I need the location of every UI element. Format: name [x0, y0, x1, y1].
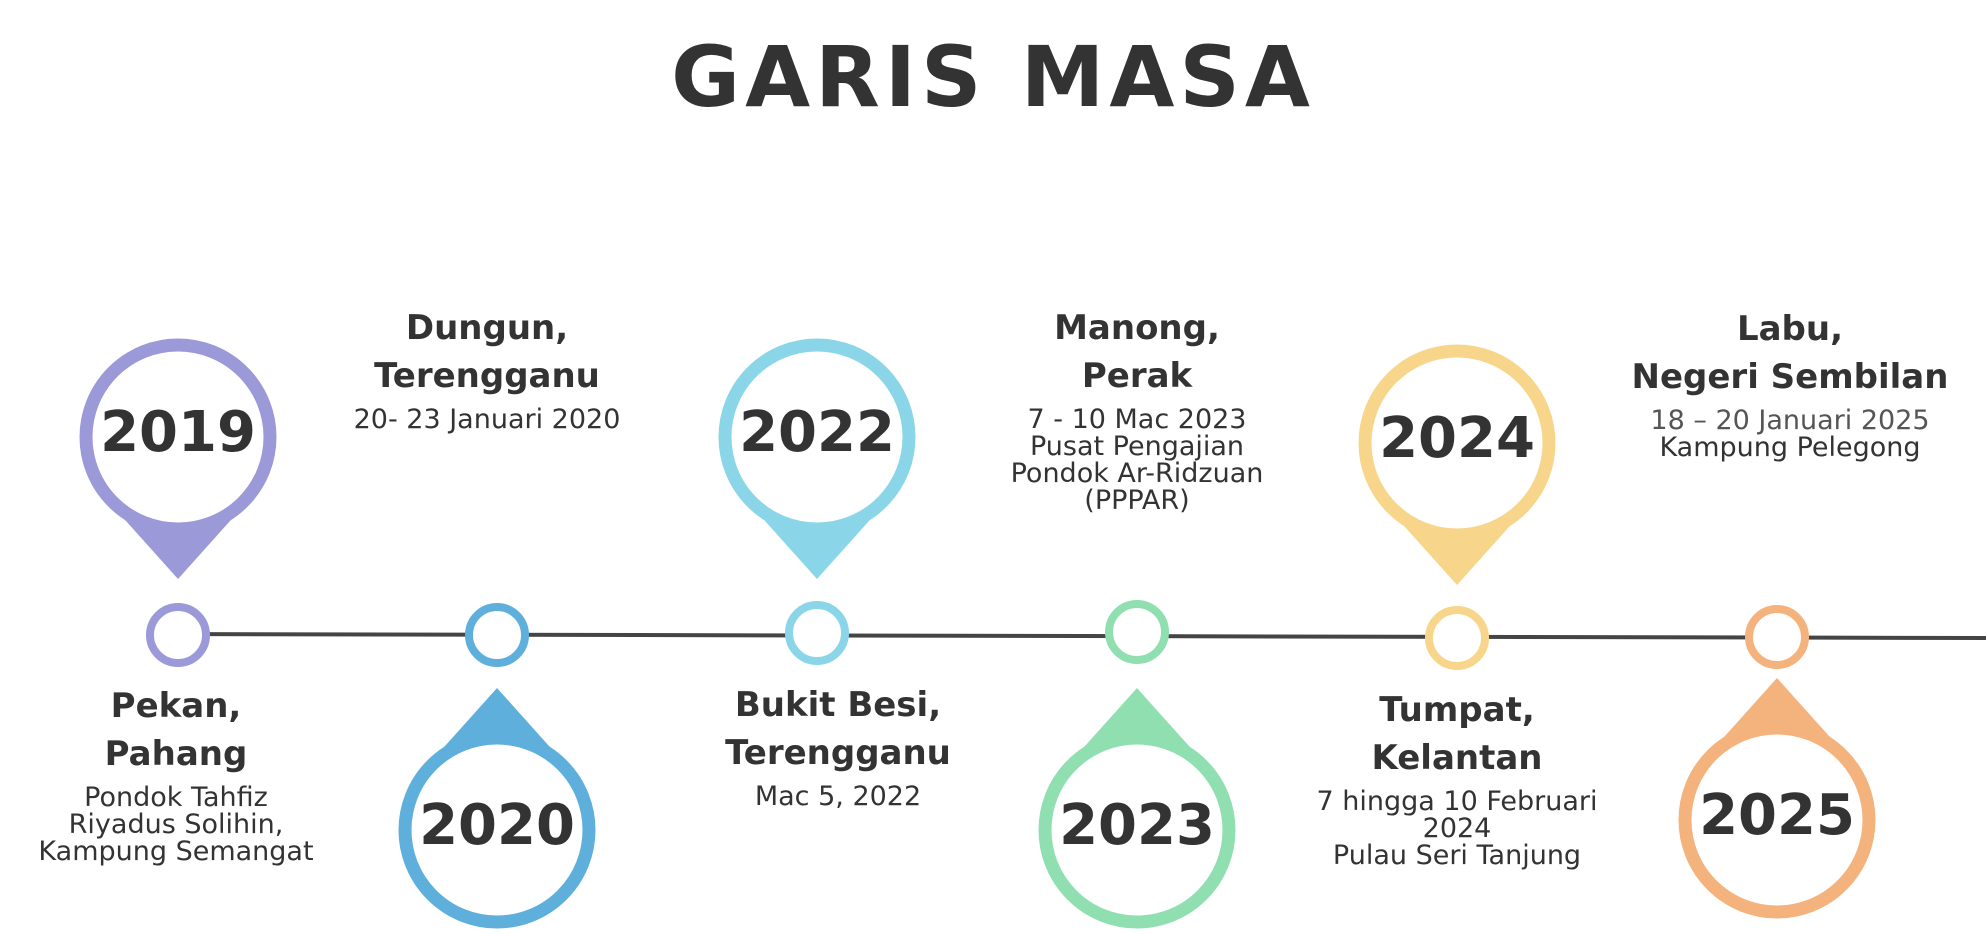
timeline-node-2022 — [785, 601, 849, 665]
event-text-2020: Dungun, Terengganu 20- 23 Januari 2020 — [317, 304, 657, 433]
event-detail-line: (PPPAR) — [1084, 485, 1190, 516]
event-detail-line: Pondok Ar-Ridzuan — [1010, 458, 1264, 489]
timeline-node-2023 — [1105, 600, 1169, 664]
timeline-axis — [149, 632, 1986, 640]
event-detail-line: Kampung Semangat — [38, 836, 314, 867]
timeline-node-2024 — [1425, 606, 1489, 670]
event-place-line: Bukit Besi, — [734, 685, 942, 725]
event-detail-line: 7 hingga 10 Februari — [1316, 786, 1598, 817]
event-detail-line: Mac 5, 2022 — [754, 781, 922, 812]
event-place-line: Pahang — [104, 734, 248, 774]
event-place-line: Terengganu — [725, 733, 951, 773]
event-detail-line: Pondok Tahfiz — [84, 782, 268, 813]
pin-ring-2023 — [1038, 731, 1236, 929]
event-text-2025: Labu, Negeri Sembilan 18 – 20 Januari 2025… — [1620, 305, 1960, 461]
event-place-line: Negeri Sembilan — [1631, 357, 1949, 397]
pin-ring-2022 — [718, 338, 916, 536]
event-place-line: Perak — [1081, 356, 1193, 396]
event-place-line: Dungun, — [405, 308, 569, 348]
pin-ring-2020 — [398, 731, 596, 929]
page-title: GARIS MASA — [671, 28, 1315, 126]
year-label: 2024 — [1379, 406, 1535, 471]
pin-ring-2019 — [79, 338, 277, 536]
event-detail-line: 7 - 10 Mac 2023 — [1027, 404, 1247, 435]
event-detail-line: Riyadus Solihin, — [68, 809, 284, 840]
event-detail-line: Kampung Pelegong — [1659, 432, 1921, 463]
event-place-line: Kelantan — [1371, 738, 1543, 778]
event-place-line: Manong, — [1054, 308, 1220, 348]
timeline-node-2020 — [465, 603, 529, 667]
year-label: 2019 — [100, 400, 256, 465]
event-detail-line: 20- 23 Januari 2020 — [353, 404, 621, 435]
year-label: 2025 — [1699, 783, 1855, 848]
timeline-node-2019 — [146, 603, 210, 667]
timeline-node-2025 — [1745, 605, 1809, 669]
year-label: 2020 — [419, 793, 575, 858]
event-place-line: Labu, — [1736, 309, 1844, 349]
year-label: 2023 — [1059, 793, 1215, 858]
pin-ring-2025 — [1678, 721, 1876, 919]
event-detail-line: Pulau Seri Tanjung — [1332, 840, 1582, 871]
pin-ring-2024 — [1358, 344, 1556, 542]
event-place-line: Pekan, — [110, 686, 242, 726]
event-place-line: Terengganu — [374, 356, 600, 396]
event-detail-line: 18 – 20 Januari 2025 — [1650, 405, 1930, 436]
event-detail-line: Pusat Pengajian — [1029, 431, 1245, 462]
event-detail-line: 2024 — [1422, 813, 1492, 844]
year-label: 2022 — [739, 400, 895, 465]
event-place-line: Tumpat, — [1379, 690, 1535, 730]
